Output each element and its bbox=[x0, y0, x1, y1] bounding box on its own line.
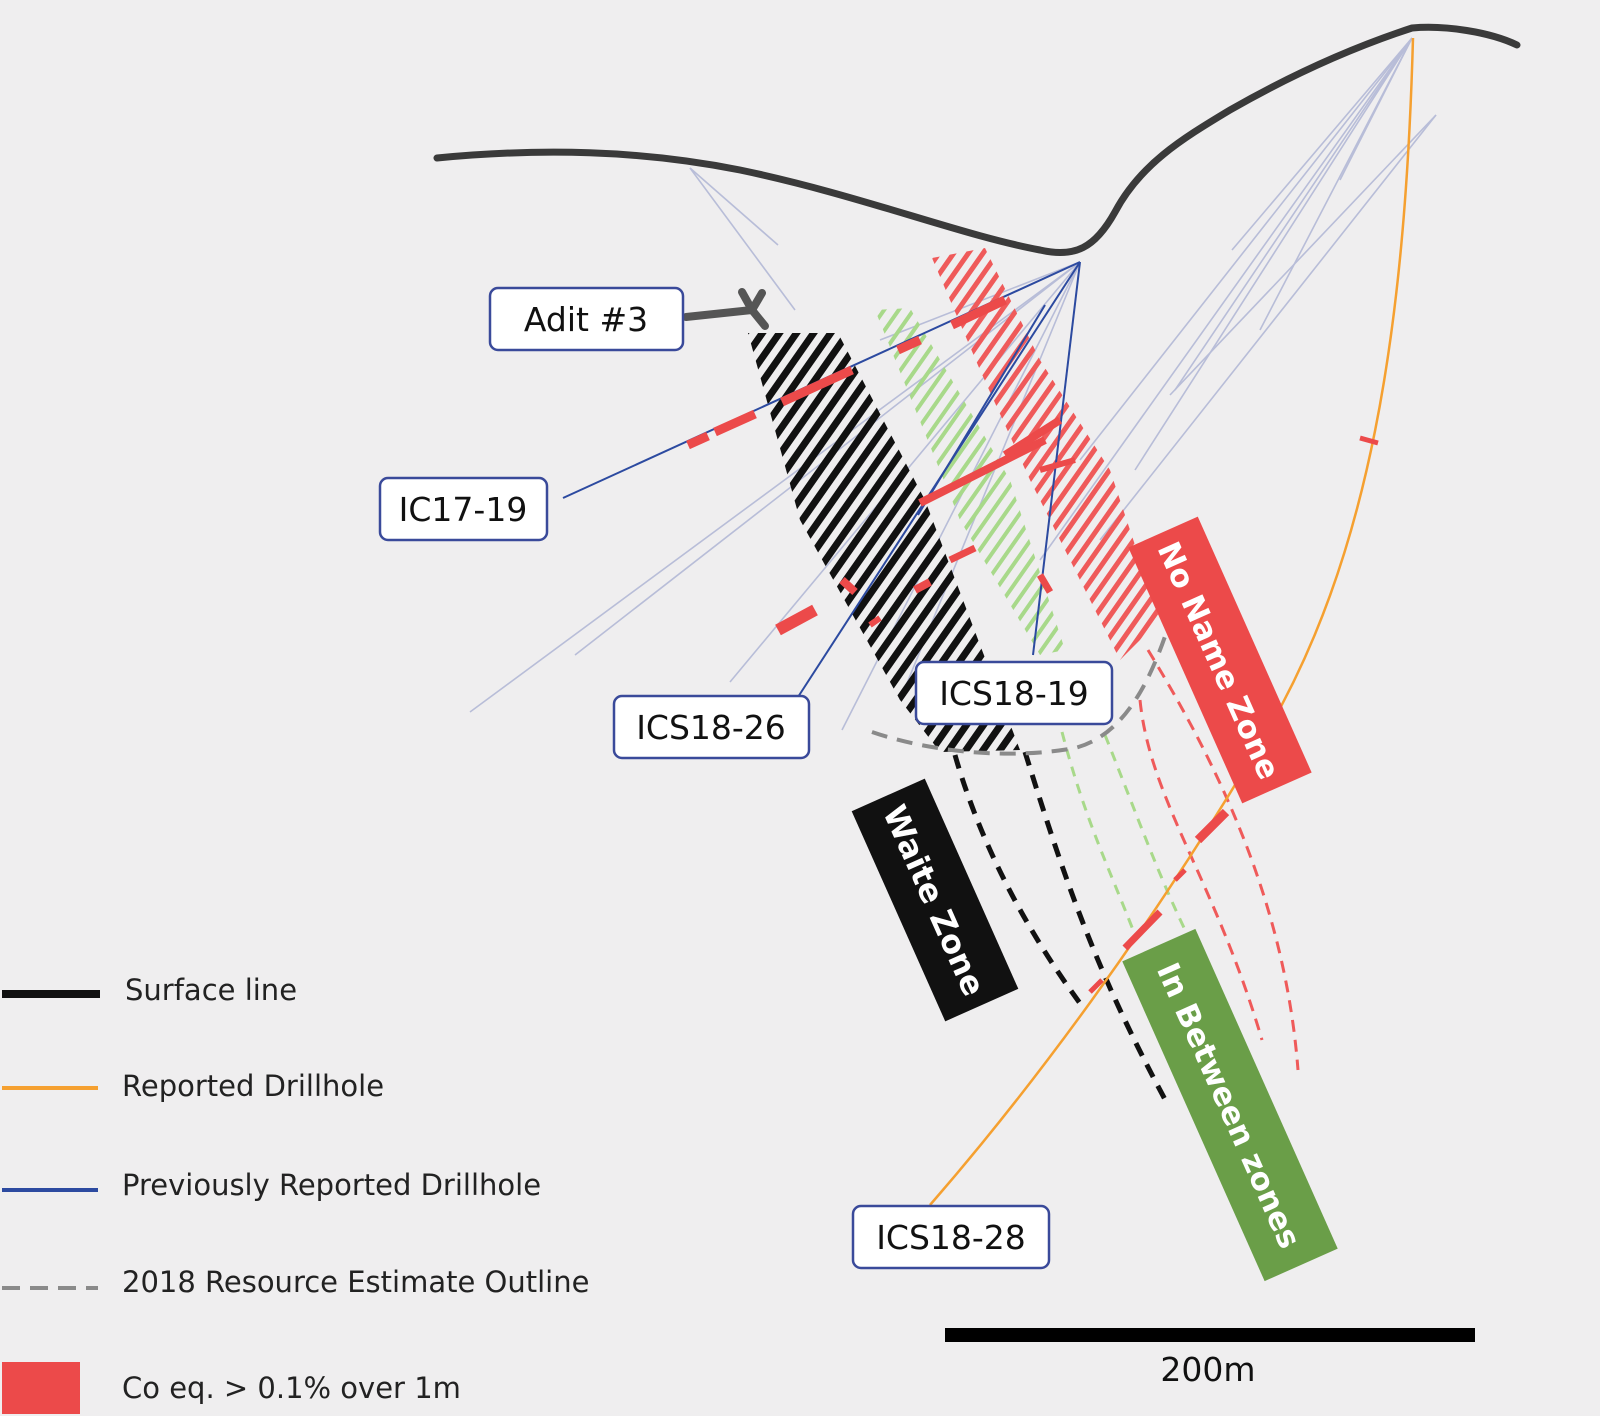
legend-reported-label: Reported Drillhole bbox=[122, 1069, 384, 1103]
legend-co-label: Co eq. > 0.1% over 1m bbox=[122, 1371, 461, 1405]
callout-ics18-26: ICS18-26 bbox=[612, 694, 811, 760]
legend: Surface line Reported Drillhole Previous… bbox=[2, 973, 589, 1414]
callout-ics18-19-text: ICS18-19 bbox=[939, 674, 1089, 713]
callout-ics18-19: ICS18-19 bbox=[914, 660, 1114, 726]
callout-adit-3-text: Adit #3 bbox=[524, 300, 648, 339]
callout-ic17-19: IC17-19 bbox=[378, 476, 549, 542]
no-name-zone-extension bbox=[1138, 649, 1300, 1071]
legend-surface-label: Surface line bbox=[125, 973, 297, 1007]
callout-ic17-19-text: IC17-19 bbox=[399, 490, 528, 529]
scale-bar-label: 200m bbox=[1160, 1350, 1255, 1389]
callout-ics18-26-text: ICS18-26 bbox=[636, 708, 786, 747]
legend-co-icon bbox=[2, 1362, 80, 1414]
in-between-zone-extension bbox=[1060, 731, 1192, 941]
no-name-zone-band: No Name Zone bbox=[1128, 516, 1312, 804]
callout-ics18-28: ICS18-28 bbox=[851, 1204, 1051, 1270]
callout-ics18-28-text: ICS18-28 bbox=[876, 1218, 1026, 1257]
in-between-zone-band: In Between zones bbox=[1122, 928, 1338, 1282]
legend-resource-label: 2018 Resource Estimate Outline bbox=[122, 1265, 589, 1299]
drillhole-ics18-19 bbox=[1032, 261, 1081, 656]
scale-bar: 200m bbox=[945, 1328, 1475, 1389]
no-name-zone-body bbox=[932, 248, 1160, 660]
in-between-zone-label: In Between zones bbox=[1149, 958, 1307, 1254]
drillhole-previous-2 bbox=[917, 304, 1046, 516]
waite-zone-body bbox=[748, 333, 1020, 752]
surface-line bbox=[433, 23, 1521, 257]
resource-estimate-outline bbox=[871, 614, 1174, 756]
waite-zone-extension bbox=[952, 751, 1171, 1107]
adit-tunnel bbox=[682, 288, 769, 330]
co-eq-intercepts bbox=[686, 295, 1379, 994]
legend-previous-label: Previously Reported Drillhole bbox=[122, 1168, 541, 1202]
callout-adit-3: Adit #3 bbox=[488, 286, 685, 352]
waite-zone-band: Waite Zone bbox=[851, 778, 1019, 1022]
